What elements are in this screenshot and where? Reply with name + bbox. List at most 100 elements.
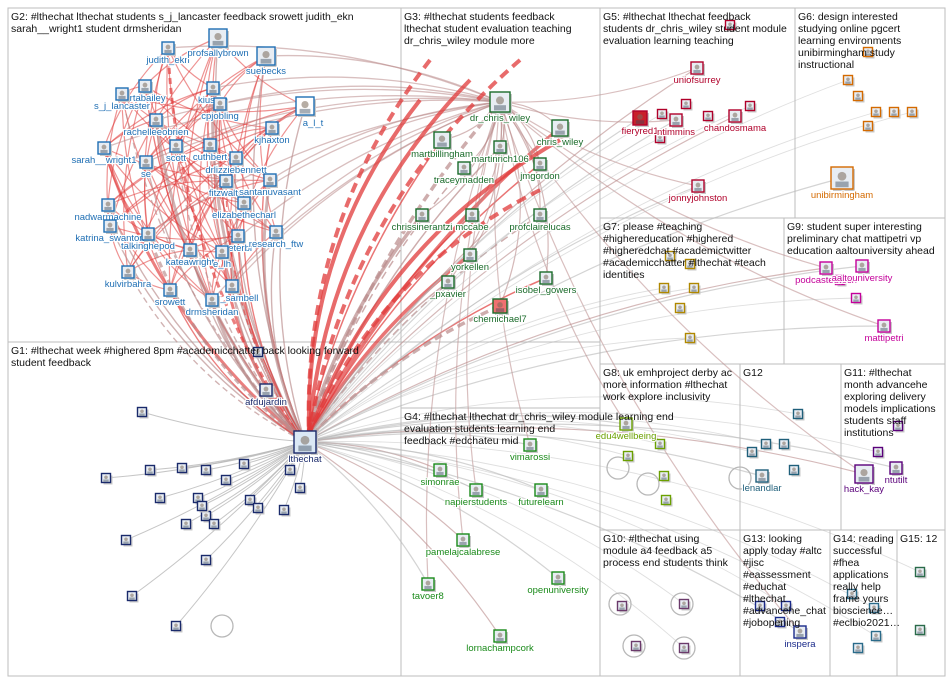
node-yorkellen[interactable]: yorkellen xyxy=(450,248,490,274)
node-peterbr[interactable]: peterbr xyxy=(222,229,254,255)
node-unlabeled[interactable] xyxy=(120,534,133,547)
node-rachelleeobrien[interactable]: rachelleeobrien xyxy=(122,113,190,139)
node-unlabeled[interactable] xyxy=(176,462,189,475)
node-unlabeled[interactable] xyxy=(834,274,847,287)
node-unlabeled[interactable] xyxy=(244,494,257,507)
node-talkinghepod[interactable]: talkinghepod xyxy=(120,227,176,253)
node-unlabeled[interactable] xyxy=(684,258,697,271)
node-fitzwalte[interactable]: fitzwalte xyxy=(208,174,244,200)
node-openuniversity[interactable]: openuniversity xyxy=(526,571,590,597)
node-research-ftw[interactable]: research_ftw xyxy=(248,225,304,251)
node-unlabeled[interactable] xyxy=(238,458,251,471)
node-unlabeled[interactable] xyxy=(100,472,113,485)
node-dr-chris-wiley[interactable]: dr_chris_wiley xyxy=(469,91,531,125)
node-santanuvasant[interactable]: santanuvasant xyxy=(238,173,302,199)
node-unlabeled[interactable] xyxy=(192,492,205,505)
node-elizabethecharl[interactable]: elizabethecharl xyxy=(211,196,277,222)
node-unlabeled[interactable] xyxy=(154,492,167,505)
node-unlabeled[interactable] xyxy=(702,110,715,123)
node-unlabeled[interactable] xyxy=(744,100,757,113)
node-unlabeled[interactable] xyxy=(674,302,687,315)
node-mccabe[interactable]: mccabe xyxy=(454,208,490,234)
node-judith-ekn[interactable]: judith_ekn xyxy=(144,41,191,67)
node-katrina-swanton[interactable]: katrina_swanton xyxy=(74,219,146,245)
node-unlabeled[interactable] xyxy=(144,464,157,477)
node-lthechat[interactable]: lthechat xyxy=(287,430,323,466)
node-chris-wiley[interactable]: chris_wiley xyxy=(536,119,585,149)
node-unlabeled[interactable] xyxy=(622,450,635,463)
node-unlabeled[interactable] xyxy=(136,406,149,419)
node-unlabeled[interactable] xyxy=(870,106,883,119)
node-unlabeled[interactable] xyxy=(678,598,691,611)
node-jmgordon[interactable]: jmgordon xyxy=(518,157,561,183)
node-unlabeled[interactable] xyxy=(252,346,265,359)
node-unlabeled[interactable] xyxy=(774,616,787,629)
node-martbillingham[interactable]: martbillingham xyxy=(410,131,474,161)
node-uniofsurrey[interactable]: uniofsurrey xyxy=(672,61,722,87)
node-profsallybrown[interactable]: profsallybrown xyxy=(186,28,250,60)
node-unlabeled[interactable] xyxy=(862,46,875,59)
node-drmsheridan[interactable]: drmsheridan xyxy=(184,293,240,319)
node-unlabeled[interactable] xyxy=(846,588,859,601)
node-kulvirbahra[interactable]: kulvirbahra xyxy=(104,265,153,291)
node-drlizziebennett[interactable]: drlizziebennett xyxy=(204,151,268,177)
node-unlabeled[interactable] xyxy=(654,438,667,451)
node-sarah--wright1[interactable]: sarah__wright1 xyxy=(70,141,138,167)
node-unlabeled[interactable] xyxy=(196,500,209,513)
node-unlabeled[interactable] xyxy=(170,620,183,633)
node-unlabeled[interactable] xyxy=(688,282,701,295)
node-unlabeled[interactable] xyxy=(792,408,805,421)
node-unlabeled[interactable] xyxy=(680,98,693,111)
node-fieryred1[interactable]: fieryred1 xyxy=(620,110,660,138)
node-mattipetri[interactable]: mattipetri xyxy=(863,319,905,345)
node-e-lh[interactable]: e_lh xyxy=(212,245,232,271)
node-aaltouniversity[interactable]: aaltouniversity xyxy=(831,259,894,285)
node-unlabeled[interactable] xyxy=(684,332,697,345)
node-unlabeled[interactable] xyxy=(284,464,297,477)
node-unibirmingham[interactable]: unibirmingham xyxy=(810,166,874,202)
node-srowett[interactable]: srowett xyxy=(154,283,187,309)
node-unlabeled[interactable] xyxy=(656,108,669,121)
node-chrissinerantzi[interactable]: chrissinerantzi xyxy=(391,208,453,234)
node-unlabeled[interactable] xyxy=(664,250,677,263)
node-cpjobling[interactable]: cpjobling xyxy=(200,97,240,123)
node-s-j-lancaster[interactable]: s_j_lancaster xyxy=(93,87,151,113)
node-unlabeled[interactable] xyxy=(678,642,691,655)
node-unlabeled[interactable] xyxy=(892,420,905,433)
node-afdujardin[interactable]: afdujardin xyxy=(244,383,288,409)
node-unlabeled[interactable] xyxy=(220,474,233,487)
node-unlabeled[interactable] xyxy=(754,600,767,613)
node-ntutilt[interactable]: ntutilt xyxy=(884,461,909,487)
node-unlabeled[interactable] xyxy=(200,464,213,477)
node-unlabeled[interactable] xyxy=(852,90,865,103)
node-nadwarmachine[interactable]: nadwarmachine xyxy=(73,198,143,224)
node-unlabeled[interactable] xyxy=(200,554,213,567)
node-unlabeled[interactable] xyxy=(252,502,265,515)
node-hack-kay[interactable]: hack_kay xyxy=(843,464,885,496)
node-unlabeled[interactable] xyxy=(658,470,671,483)
node-drtabailey[interactable]: drtabailey xyxy=(123,79,167,105)
node--pxavier[interactable]: _pxavier xyxy=(428,275,467,301)
node-unlabeled[interactable] xyxy=(658,282,671,295)
node-traceymadden[interactable]: traceymadden xyxy=(433,161,495,187)
node-isobel-gowers[interactable]: isobel_gowers xyxy=(515,271,578,297)
node-unlabeled[interactable] xyxy=(760,438,773,451)
node-unlabeled[interactable] xyxy=(180,518,193,531)
node-chemichael7[interactable]: chemichael7 xyxy=(472,298,528,326)
node-unlabeled[interactable] xyxy=(654,132,667,145)
node-unlabeled[interactable] xyxy=(852,642,865,655)
node-unlabeled[interactable] xyxy=(294,482,307,495)
node-lornachampcork[interactable]: lornachampcork xyxy=(465,629,535,655)
node-unlabeled[interactable] xyxy=(746,446,759,459)
node-unlabeled[interactable] xyxy=(862,120,875,133)
node-unlabeled[interactable] xyxy=(278,504,291,517)
node-chandosmama[interactable]: chandosmama xyxy=(703,109,768,135)
node-unlabeled[interactable] xyxy=(724,19,737,32)
node-scott[interactable]: scott xyxy=(165,139,187,165)
node-unlabeled[interactable] xyxy=(870,630,883,643)
node-unlabeled[interactable] xyxy=(788,464,801,477)
node-lenandlar[interactable]: lenandlar xyxy=(741,469,783,495)
node-unlabeled[interactable] xyxy=(842,74,855,87)
node-unlabeled[interactable] xyxy=(888,106,901,119)
node-unlabeled[interactable] xyxy=(660,494,673,507)
